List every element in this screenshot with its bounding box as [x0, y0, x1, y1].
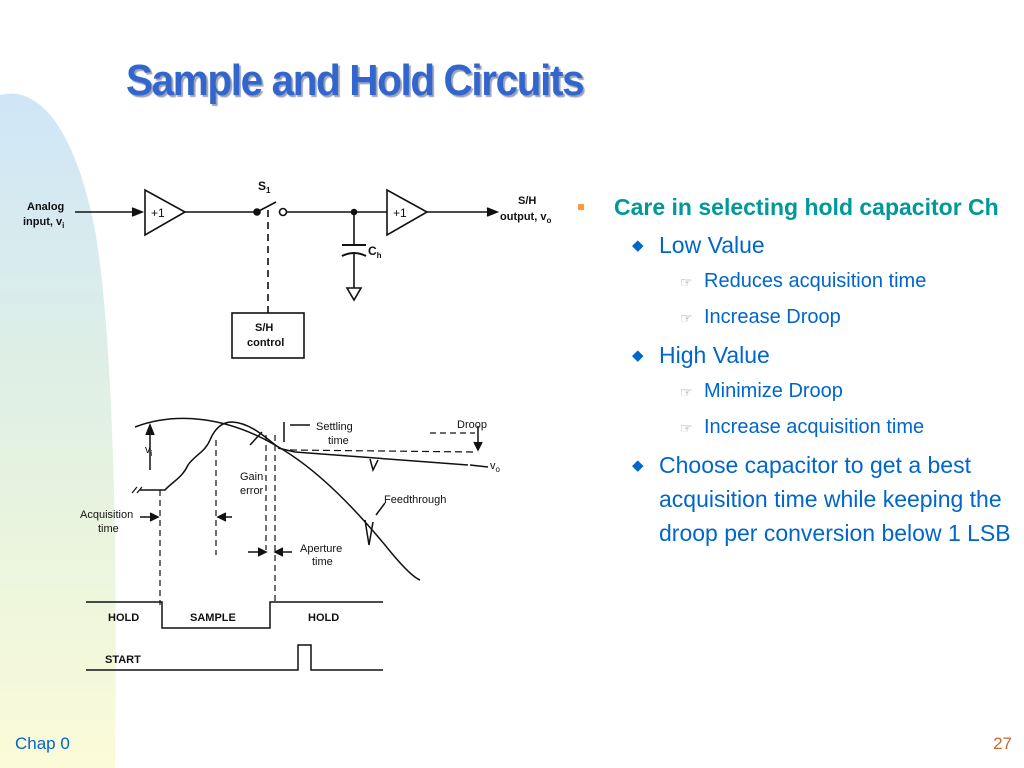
high-value-text: High Value: [659, 342, 770, 368]
vi-sub: i: [151, 449, 153, 458]
input-signal-curve: [134, 417, 421, 581]
bullet-low-value: ◆ Low Value: [572, 228, 1012, 262]
output-sub: o: [546, 216, 551, 225]
capacitor-label: C: [368, 244, 377, 258]
switch-label: S: [258, 179, 266, 193]
sh-control-box: [231, 312, 305, 359]
sh-control-label-2: control: [247, 337, 284, 349]
droop-label: Droop: [457, 419, 487, 431]
page-title: Sample and Hold Circuits: [126, 56, 585, 105]
vo-sub: o: [496, 465, 501, 474]
svg-text:Ch: Ch: [368, 244, 382, 260]
output-buffer-triangle: [386, 188, 429, 237]
capacitor-sub: h: [377, 251, 382, 260]
low-2-text: Increase Droop: [704, 306, 841, 328]
diamond-bullet-icon: ◆: [632, 237, 644, 254]
square-bullet-icon: [578, 204, 584, 210]
timing-diagram: [86, 417, 489, 671]
svg-text:vo: vo: [490, 460, 501, 474]
switch-sub: 1: [266, 186, 271, 195]
diamond-bullet-icon: ◆: [632, 347, 644, 364]
page-number: 27: [993, 734, 1012, 753]
ground-symbol: [345, 287, 363, 302]
settling-label-1: Settling: [316, 421, 353, 433]
start-label: START: [105, 654, 141, 666]
output-label-2: output, v: [500, 211, 547, 223]
bullet-low-1: ☞ Reduces acquisition time: [572, 266, 1012, 296]
sample-label: SAMPLE: [190, 612, 236, 624]
pointing-hand-icon: ☞: [680, 420, 693, 436]
gain-error-label-2: error: [240, 485, 264, 497]
bullet-care-selecting: Care in selecting hold capacitor Ch: [572, 190, 1012, 224]
analog-input-label-1: Analog: [27, 201, 64, 213]
bullet-high-value: ◆ High Value: [572, 338, 1012, 372]
circuit-schematic: [75, 188, 500, 359]
circuit-labels: Analog input, vi +1 S1 +1 Ch S/H output,…: [23, 179, 551, 349]
settling-label-2: time: [328, 435, 349, 447]
pointing-hand-icon: ☞: [680, 384, 693, 400]
input-buffer-label: +1: [151, 206, 165, 220]
output-buffer-label: +1: [393, 206, 407, 220]
bullet-list: Care in selecting hold capacitor Ch ◆ Lo…: [572, 190, 1012, 554]
aperture-label-2: time: [312, 556, 333, 568]
sh-control-label-1: S/H: [255, 322, 273, 334]
acquisition-label-2: time: [98, 523, 119, 535]
analog-input-label-2: input, v: [23, 216, 63, 228]
bullet-choose: ◆ Choose capacitor to get a best acquisi…: [572, 448, 1012, 550]
sample-hold-diagram: Analog input, vi +1 S1 +1 Ch S/H output,…: [23, 179, 551, 671]
high-1-text: Minimize Droop: [704, 380, 843, 402]
start-pulse: [86, 644, 383, 671]
low-value-text: Low Value: [659, 232, 765, 258]
pointing-hand-icon: ☞: [680, 310, 693, 326]
vo-label: v: [490, 460, 496, 472]
svg-text:vi: vi: [145, 444, 153, 458]
output-label-1: S/H: [518, 195, 536, 207]
footer-chapter: Chap 0: [15, 734, 70, 753]
high-2-text: Increase acquisition time: [704, 416, 925, 438]
bullet-low-2: ☞ Increase Droop: [572, 302, 1012, 332]
vi-label: v: [145, 444, 151, 456]
acquisition-curve: [140, 421, 279, 491]
hold-sample-waveform: [86, 601, 383, 629]
bullet-high-2: ☞ Increase acquisition time: [572, 412, 1012, 442]
input-buffer-triangle: [144, 188, 187, 237]
analog-input-sub: i: [62, 221, 64, 230]
aperture-label-1: Aperture: [300, 543, 342, 555]
bullet-high-1: ☞ Minimize Droop: [572, 376, 1012, 406]
output-held-line: [277, 447, 469, 466]
hold-right-label: HOLD: [308, 612, 339, 624]
pointing-hand-icon: ☞: [680, 274, 693, 290]
svg-text:S1: S1: [258, 179, 271, 195]
low-1-text: Reduces acquisition time: [704, 270, 927, 292]
feedthrough-label: Feedthrough: [384, 494, 446, 506]
timing-labels: vi Settling time Droop vo Gain error Fee…: [80, 419, 501, 666]
acquisition-label-1: Acquisition: [80, 509, 133, 521]
choose-text: Choose capacitor to get a best acquisiti…: [659, 452, 1011, 546]
diamond-bullet-icon: ◆: [632, 457, 644, 474]
svg-text:output, vo: output, vo: [500, 211, 551, 225]
svg-text:input, vi: input, vi: [23, 216, 64, 230]
hold-left-label: HOLD: [108, 612, 139, 624]
bullet-main-text: Care in selecting hold capacitor Ch: [614, 194, 999, 220]
gain-error-label-1: Gain: [240, 471, 263, 483]
